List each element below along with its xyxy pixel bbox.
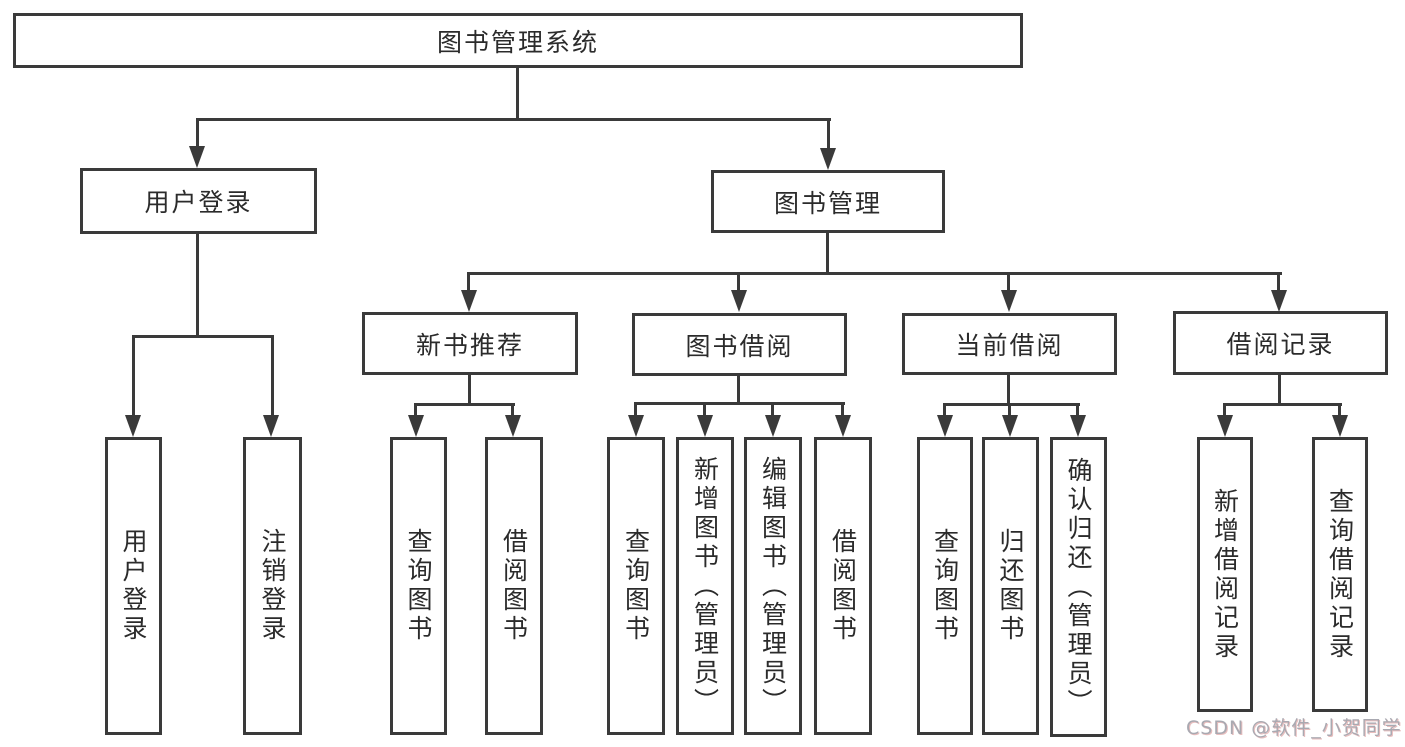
arrowhead [1001,290,1017,312]
connector-leaf-stub [841,402,844,416]
leaf-current-return-books: 归还图书 [982,437,1039,735]
connector-to-current [1007,272,1010,292]
arrowhead [408,415,424,437]
connector-login-stem [196,234,199,338]
node-book-borrowing-label: 图书借阅 [685,331,794,361]
arrowhead [1070,415,1086,437]
arrowhead [263,415,279,437]
leaf-recommend-query-books: 查询图书 [390,437,447,735]
leaf-current-confirm-return-admin-label: 确认归还（管理员） [1064,456,1093,718]
leaf-borrowing-edit-books-admin: 编辑图书（管理员） [744,437,802,735]
arrowhead [937,415,953,437]
arrowhead [189,146,205,168]
arrowhead [1332,415,1348,437]
arrowhead [697,415,713,437]
connector-leaf-stub [703,402,706,416]
connector-leaf-stub [1223,403,1226,417]
connector-to-book-management [827,118,830,152]
arrowhead [461,290,477,312]
leaf-borrowing-add-books-admin-label: 新增图书（管理员） [690,455,720,717]
connector-root-bar [196,118,831,121]
leaf-current-query-books-label: 查询图书 [930,528,960,644]
connector-leaf-stub [511,403,514,417]
csdn-watermark: CSDN @软件_小贺同学 [1186,717,1402,739]
leaf-borrowing-add-books-admin: 新增图书（管理员） [676,437,734,735]
connector-recommend-bar [415,403,515,406]
connector-to-recommend [467,272,470,292]
leaf-records-add-record: 新增借阅记录 [1197,437,1253,712]
connector-leaf-stub [771,402,774,416]
arrowhead [835,415,851,437]
connector-login-bar [132,335,274,338]
connector-borrowing-bar [634,402,845,405]
arrowhead [125,415,141,437]
node-book-borrowing: 图书借阅 [632,313,847,376]
arrowhead [1002,415,1018,437]
node-book-management: 图书管理 [711,170,945,233]
node-root-label: 图书管理系统 [436,27,599,57]
connector-leaf-stub [414,403,417,417]
connector-records-bar [1223,403,1342,406]
connector-leaf-stub [1338,403,1341,417]
leaf-records-query-record-label: 查询借阅记录 [1325,487,1355,662]
leaf-recommend-borrow-books: 借阅图书 [485,437,543,735]
arrowhead [1217,415,1233,437]
leaf-borrowing-borrow-books-label: 借阅图书 [828,528,858,644]
leaf-current-query-books: 查询图书 [917,437,973,735]
node-root: 图书管理系统 [13,13,1023,68]
leaf-logout: 注销登录 [243,437,302,735]
leaf-user-login: 用户登录 [105,437,162,735]
leaf-user-login-label: 用户登录 [119,528,148,644]
connector-current-stem [1007,375,1010,405]
leaf-records-add-record-label: 新增借阅记录 [1210,487,1240,662]
connector-to-records [1277,272,1280,292]
connector-to-user-login [196,118,199,152]
arrowhead [628,415,644,437]
connector-leaf-stub [943,403,946,417]
node-user-login-label: 用户登录 [144,188,253,217]
connector-manage-bar [468,272,1282,275]
connector-leaf-stub [1008,403,1011,417]
arrowhead [1271,290,1287,312]
leaf-current-confirm-return-admin: 确认归还（管理员） [1050,437,1107,737]
connector-to-leaf-user-login [132,335,135,417]
node-borrowing-records-label: 借阅记录 [1226,330,1335,359]
arrowhead [731,290,747,312]
leaf-recommend-query-books-label: 查询图书 [404,528,433,644]
leaf-records-query-record: 查询借阅记录 [1312,437,1368,712]
leaf-recommend-borrow-books-label: 借阅图书 [499,528,529,644]
node-book-management-label: 图书管理 [773,188,882,218]
connector-to-borrowing [737,272,740,292]
node-current-borrowing-label: 当前借阅 [955,331,1064,360]
leaf-current-return-books-label: 归还图书 [996,528,1025,644]
connector-borrowing-stem [737,376,740,404]
leaf-borrowing-edit-books-admin-label: 编辑图书（管理员） [758,455,788,717]
node-user-login: 用户登录 [80,168,317,234]
arrowhead [505,415,521,437]
connector-records-stem [1278,375,1281,405]
connector-leaf-stub [634,402,637,416]
arrowhead [765,415,781,437]
leaf-logout-label: 注销登录 [258,528,287,644]
node-new-book-recommend: 新书推荐 [362,312,578,375]
connector-to-leaf-logout [271,335,274,417]
node-new-book-recommend-label: 新书推荐 [415,330,524,360]
node-current-borrowing: 当前借阅 [902,313,1117,375]
connector-root-stem [516,68,519,120]
leaf-borrowing-borrow-books: 借阅图书 [814,437,872,735]
leaf-borrowing-query-books-label: 查询图书 [621,528,651,644]
connector-manage-stem [826,233,829,275]
connector-current-bar [943,403,1080,406]
leaf-borrowing-query-books: 查询图书 [607,437,665,735]
connector-recommend-stem [468,375,471,406]
arrowhead [820,148,836,170]
connector-leaf-stub [1076,403,1079,417]
node-borrowing-records: 借阅记录 [1173,311,1388,375]
